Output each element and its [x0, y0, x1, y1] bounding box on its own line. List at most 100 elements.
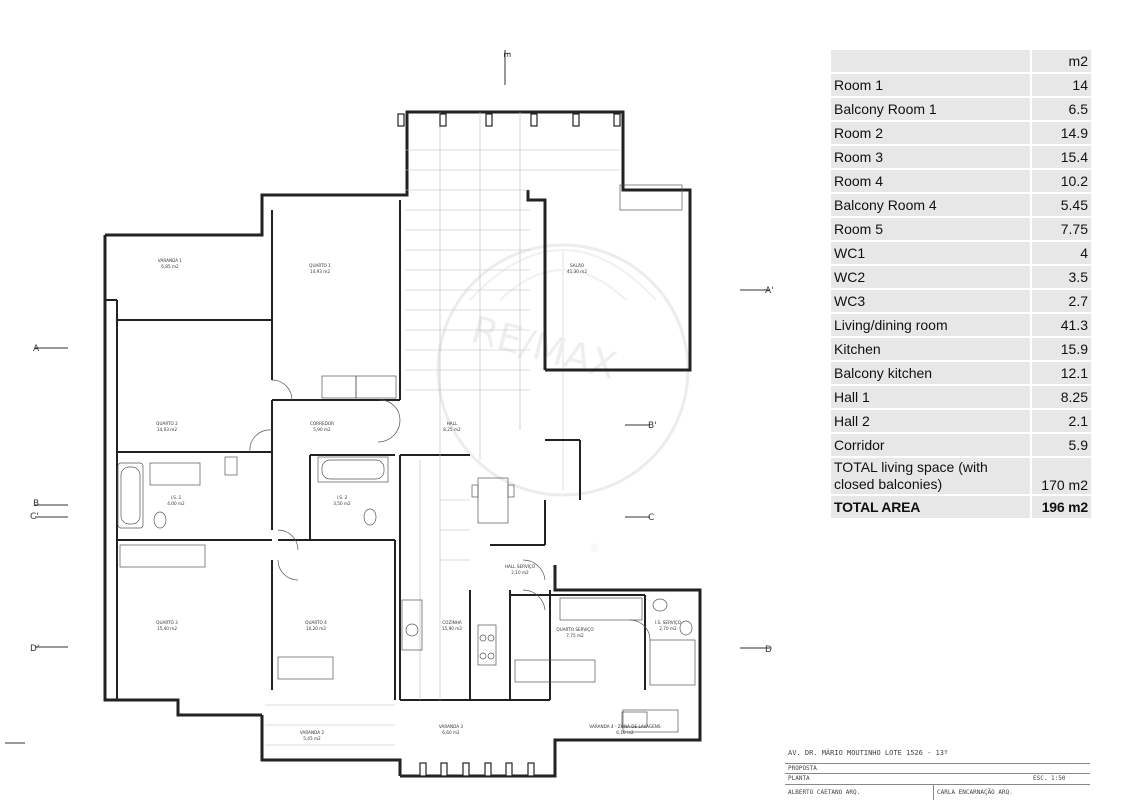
room-area-corredor: 5,90 m2: [313, 427, 331, 432]
room-area-is-servico: 2,70 m2: [659, 626, 677, 631]
row-value: 8.25: [1030, 386, 1091, 408]
axis-marker-d: D: [765, 645, 772, 655]
room-label-is-servico: I.S. SERVIÇO: [655, 620, 682, 625]
axis-marker-c: C: [648, 513, 654, 523]
row-label: Hall 2: [831, 410, 1030, 432]
total-area-value: 196 m2: [1030, 496, 1091, 518]
row-value: 5.9: [1030, 434, 1091, 456]
room-label-varanda-4: VARANDA 4 - ZONA DE LAVAGENS: [589, 724, 661, 729]
title-block-architect: ALBERTO CAETANO ARQ.: [788, 789, 861, 796]
total-living-value: 170 m2: [1030, 458, 1091, 494]
table-header-unit: m2: [1030, 50, 1091, 72]
row-value: 4: [1030, 242, 1091, 264]
room-area-quarto-servico: 7,75 m2: [566, 633, 584, 638]
room-area-varanda-4: 6,10 m2: [616, 730, 634, 735]
room-area-hall-servico: 2,10 m2: [511, 570, 529, 575]
row-label: WC3: [831, 290, 1030, 312]
axis-marker-b: B: [33, 499, 39, 509]
total-area-label: TOTAL AREA: [831, 496, 1030, 518]
row-value: 14: [1030, 74, 1091, 96]
total-area-row: TOTAL AREA 196 m2: [831, 496, 1091, 518]
row-label: Room 3: [831, 146, 1030, 168]
row-label: Room 5: [831, 218, 1030, 240]
room-area-quarto-3: 15,40 m2: [157, 626, 177, 631]
room-label-varanda-2: VARANDA 2: [300, 730, 325, 735]
row-label: Balcony kitchen: [831, 362, 1030, 384]
axis-marker-d-prime: D': [30, 644, 39, 654]
row-value: 7.75: [1030, 218, 1091, 240]
row-label: WC1: [831, 242, 1030, 264]
floor-plan-drawing: RE/MAX ®: [5, 50, 774, 778]
drawing-title-block: AV. DR. MÁRIO MOUTINHO LOTE 1526 - 13º P…: [785, 744, 1090, 800]
title-block-stage: PROPOSTA: [788, 765, 817, 772]
room-area-varanda-3: 6,60 m2: [442, 730, 460, 735]
remax-watermark: RE/MAX ®: [436, 243, 690, 555]
title-block-architect-2: CARLA ENCARNAÇÃO ARQ.: [937, 789, 1013, 796]
room-area-quarto-4: 10,20 m2: [306, 626, 326, 631]
row-label: Living/dining room: [831, 314, 1030, 336]
room-area-quarto-2: 14,03 m2: [157, 427, 177, 432]
svg-text:®: ®: [590, 541, 599, 555]
room-label-quarto-1: QUARTO 1: [309, 263, 331, 268]
row-label: Hall 1: [831, 386, 1030, 408]
room-label-varanda-3: VARANDA 3: [439, 724, 464, 729]
room-label-hall-servico: HALL SERVIÇO: [505, 564, 536, 569]
room-area-hall: 8,25 m2: [443, 427, 461, 432]
axis-marker-a: A: [33, 344, 40, 354]
row-value: 2.1: [1030, 410, 1091, 432]
room-label-salao: SALÃO: [570, 263, 585, 268]
row-value: 2.7: [1030, 290, 1091, 312]
axis-marker-e: E: [501, 52, 511, 58]
room-area-varanda-1: 6,85 m2: [161, 264, 179, 269]
room-area-salao: 41,30 m2: [567, 269, 587, 274]
axis-marker-b-prime: B': [648, 421, 657, 431]
row-label: WC2: [831, 266, 1030, 288]
row-value: 10.2: [1030, 170, 1091, 192]
room-label-cozinha: COZINHA: [442, 620, 462, 625]
row-value: 12.1: [1030, 362, 1091, 384]
axis-marker-c-prime: C': [30, 512, 39, 522]
room-area-is-1: 4,00 m2: [167, 501, 185, 506]
table-header-blank: [831, 50, 1030, 72]
total-living-label: TOTAL living space (with closed balconie…: [831, 458, 1030, 494]
title-block-drawing: PLANTA: [788, 775, 810, 782]
row-value: 5.45: [1030, 194, 1091, 216]
total-living-row: TOTAL living space (with closed balconie…: [831, 458, 1091, 494]
room-label-quarto-servico: QUARTO SERVIÇO: [556, 627, 594, 632]
row-value: 3.5: [1030, 266, 1091, 288]
row-label: Room 1: [831, 74, 1030, 96]
floor-plan: RE/MAX ®: [5, 50, 774, 778]
axis-marker-a-prime: A': [765, 286, 774, 296]
title-block-scale: ESC. 1:50: [1033, 775, 1066, 782]
row-label: Balcony Room 4: [831, 194, 1030, 216]
room-area-varanda-2: 5,45 m2: [303, 736, 321, 741]
row-label: Balcony Room 1: [831, 98, 1030, 120]
room-label-is-2: I.S. 2: [337, 495, 348, 500]
row-value: 15.4: [1030, 146, 1091, 168]
title-block-address: AV. DR. MÁRIO MOUTINHO LOTE 1526 - 13º: [788, 749, 949, 757]
row-label: Room 2: [831, 122, 1030, 144]
row-label: Corridor: [831, 434, 1030, 456]
row-value: 15.9: [1030, 338, 1091, 360]
room-label-quarto-3: QUARTO 3: [156, 620, 178, 625]
room-label-quarto-2: QUARTO 2: [156, 421, 178, 426]
room-label-quarto-4: QUARTO 4: [305, 620, 327, 625]
row-value: 14.9: [1030, 122, 1091, 144]
room-area-quarto-1: 14,93 m2: [310, 269, 330, 274]
room-area-is-2: 3,50 m2: [333, 501, 351, 506]
